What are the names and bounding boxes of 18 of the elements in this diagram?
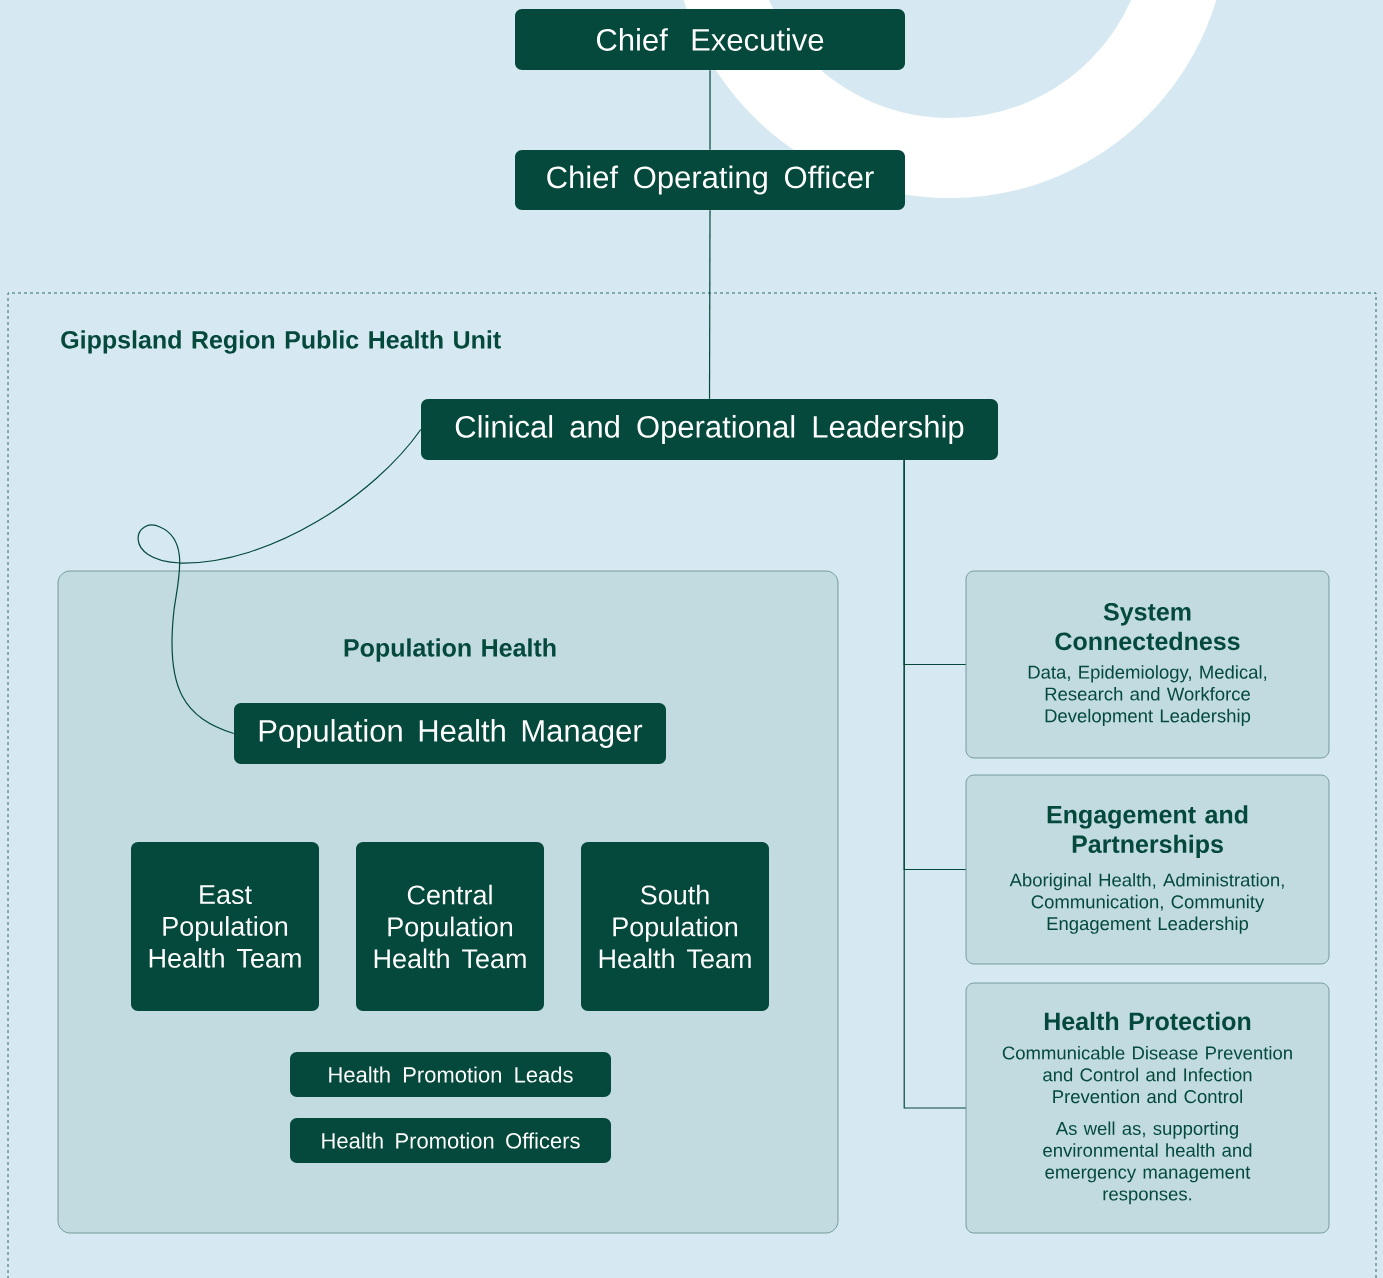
- team-card: Health Protection Communicable Disease Prevention and Control and Infection Prevention and Control As well as, supporting environmental health and emergency management responses.: [965, 982, 1330, 1234]
- team-card: System Connectedness Data, Epidemiology, Medical, Research and Workforce Development Leadership: [965, 570, 1330, 759]
- role-box: Clinical and Operational Leadership: [421, 399, 998, 460]
- panel-heading: Population Health: [344, 638, 556, 662]
- role-box: Population Health Manager: [234, 703, 666, 764]
- connector-line: [708, 209, 711, 400]
- role-box: East Population Health Team: [131, 842, 319, 1011]
- connector-line: [709, 69, 711, 151]
- connector-line: [903, 459, 967, 1109]
- role-box: Central Population Health Team: [356, 842, 544, 1011]
- role-box: Health Promotion Leads: [290, 1052, 611, 1097]
- role-box: Chief Operating Officer: [515, 150, 905, 210]
- role-box: Chief Executive: [515, 9, 905, 70]
- connector-line: [137, 428, 422, 735]
- region-heading: Gippsland Region Public Health Unit: [61, 330, 501, 354]
- role-box: Health Promotion Officers: [290, 1118, 611, 1163]
- role-box: South Population Health Team: [581, 842, 769, 1011]
- team-card: Engagement and Partnerships Aboriginal Health, Administration, Communication, Community Engagement Leadership: [965, 774, 1330, 965]
